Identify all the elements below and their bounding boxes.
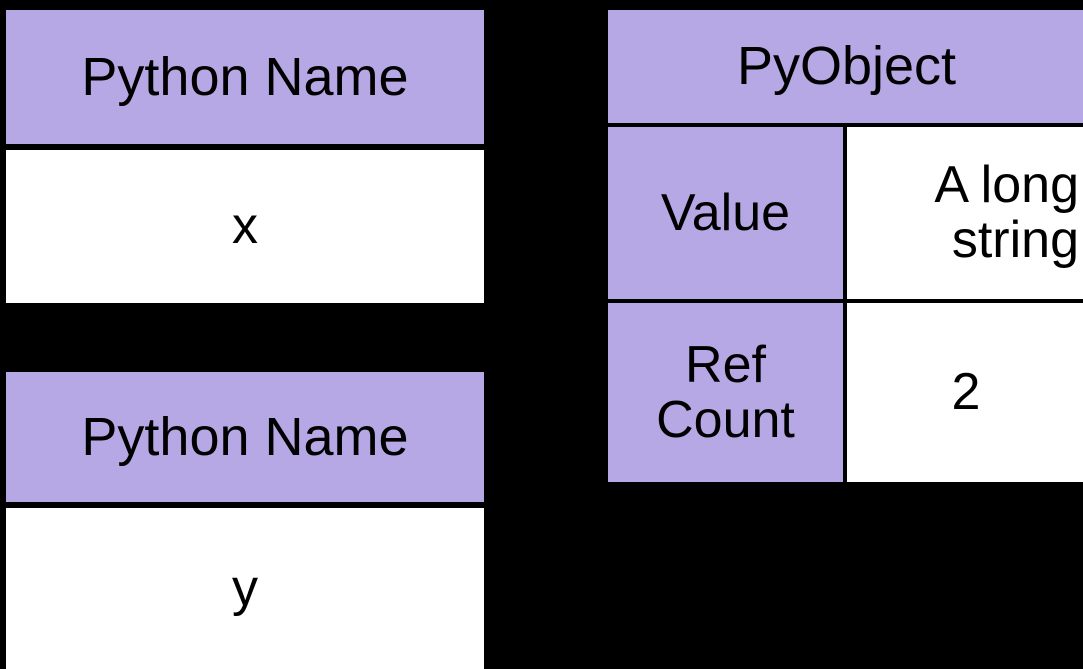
python-name-header-x: Python Name bbox=[6, 10, 484, 144]
pyobject-value-data: A long string bbox=[847, 127, 1083, 299]
pyobject-refcount-label-line-1: Ref bbox=[685, 335, 766, 394]
python-name-value-y: y bbox=[6, 508, 484, 669]
pyobject-refcount-label-line-2: Count bbox=[656, 390, 795, 449]
pyobject-box: PyObject Value A long string Ref Count 2 bbox=[602, 4, 1083, 482]
python-name-box-x: Python Name x bbox=[0, 4, 484, 303]
pyobject-value-label: Value bbox=[608, 127, 843, 299]
pyobject-refcount-data: 2 bbox=[847, 303, 1083, 482]
python-name-header-y: Python Name bbox=[6, 372, 484, 502]
pyobject-title: PyObject bbox=[608, 10, 1083, 123]
pyobject-refcount-label: Ref Count bbox=[608, 303, 843, 482]
python-name-box-y: Python Name y bbox=[0, 366, 484, 669]
python-name-value-x: x bbox=[6, 150, 484, 303]
